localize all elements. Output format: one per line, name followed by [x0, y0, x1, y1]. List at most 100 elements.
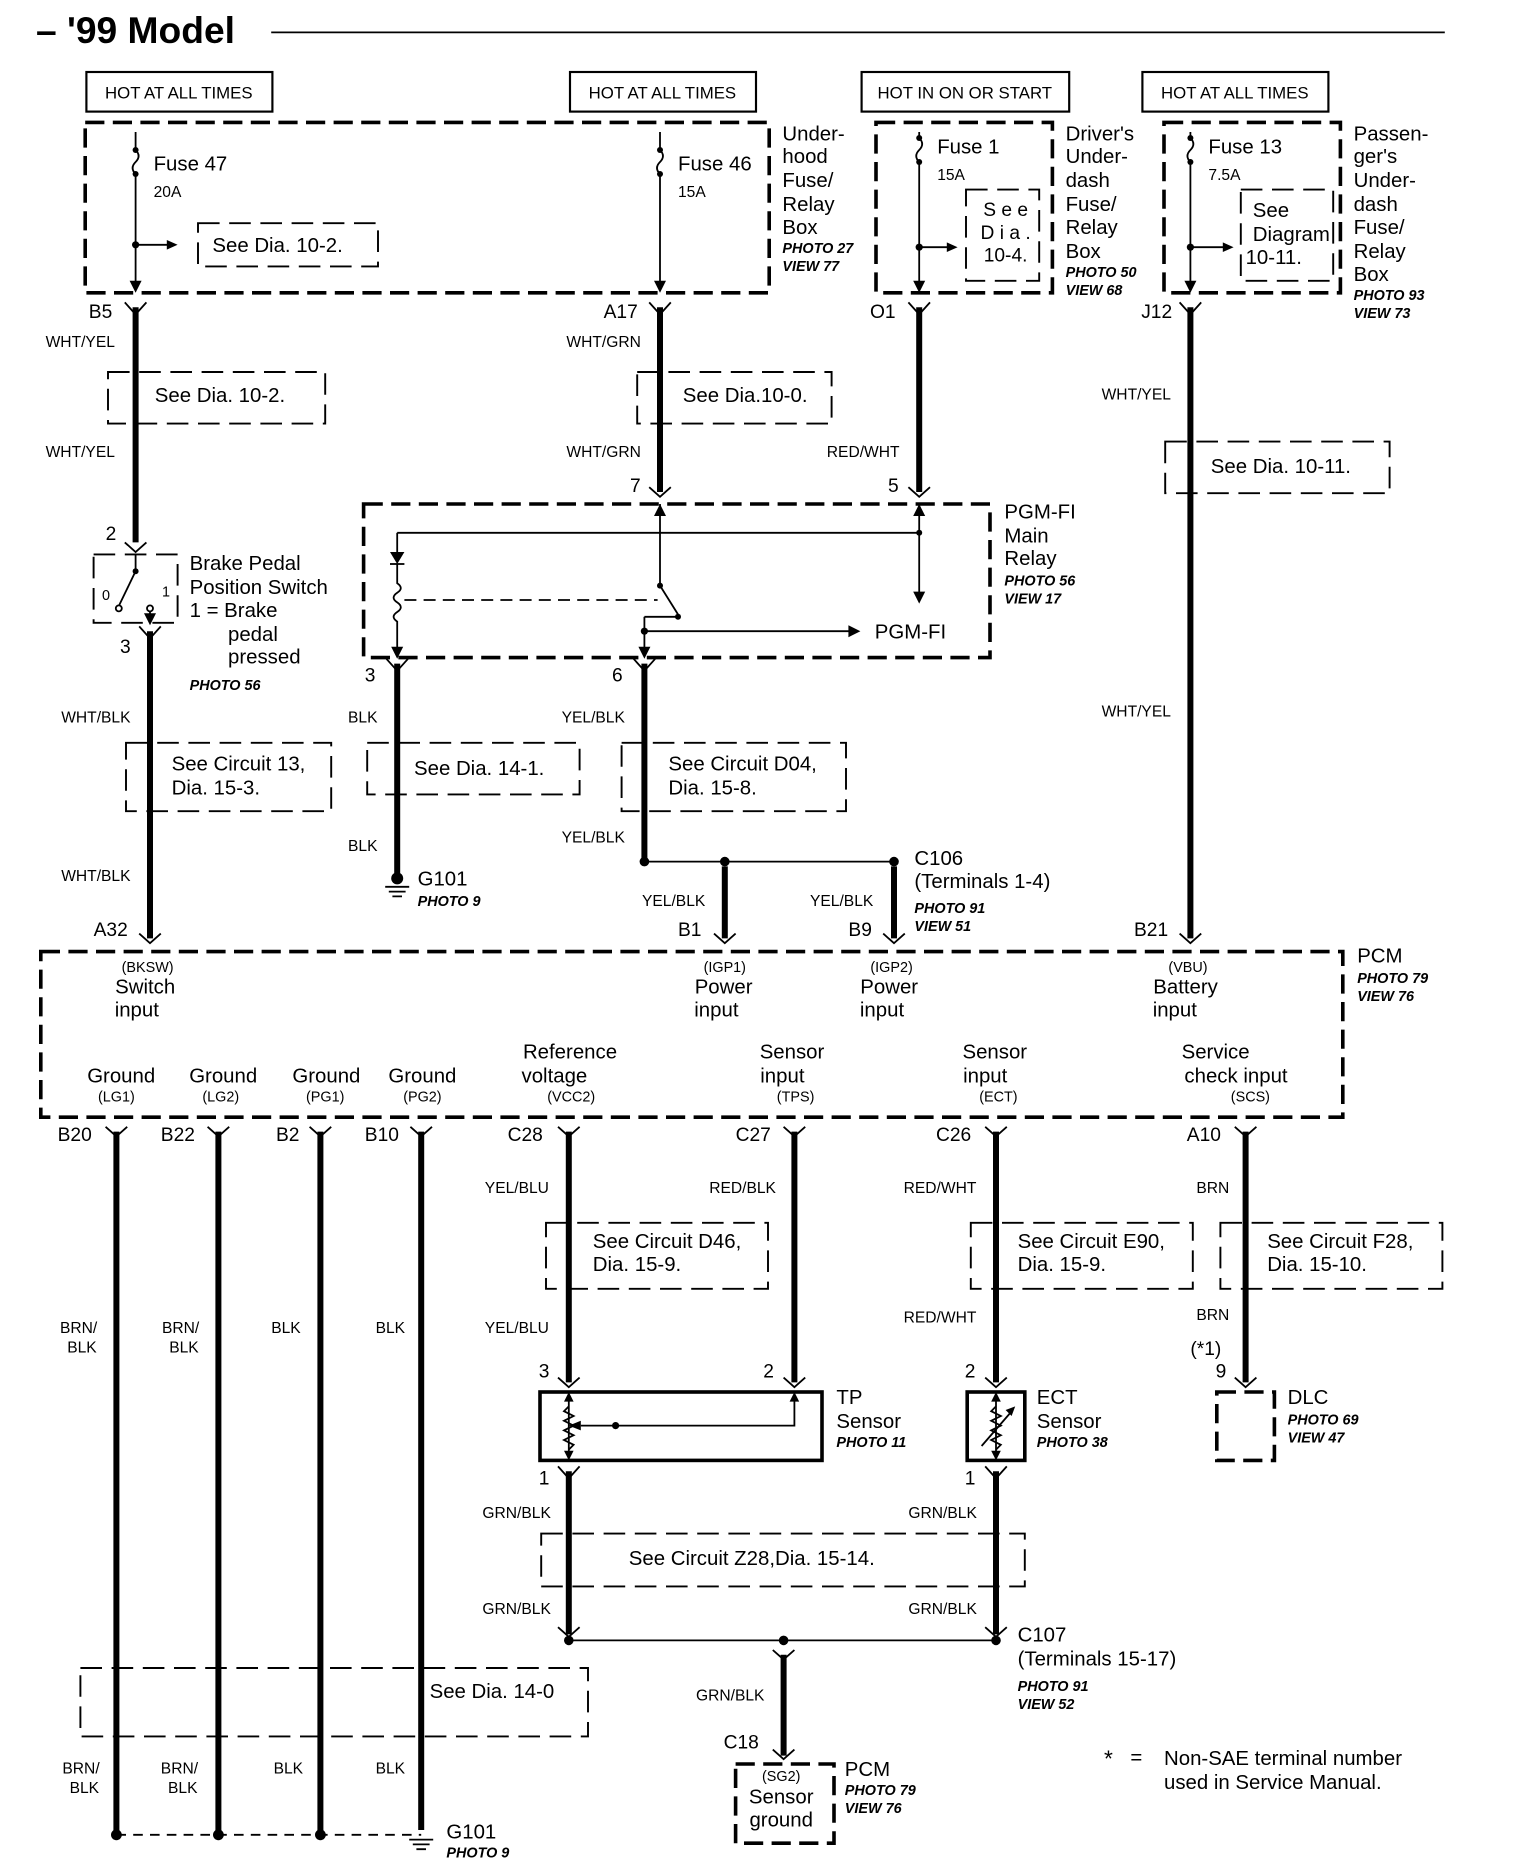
- note-line1-label: Non-SAE terminal number: [1164, 1748, 1402, 1770]
- see-dia-10-2-inner-box: [197, 222, 379, 268]
- wire-labels-r6-lower-label: YEL/BLK: [562, 829, 626, 846]
- relay-pin-7-connector: [648, 486, 672, 499]
- brake-switch-photo-label: PHOTO 56: [190, 678, 262, 694]
- header-box-3: [860, 70, 1071, 113]
- brake-switch-name-lines-1-label: Position Switch: [190, 577, 328, 599]
- relay-pin-7-in-arrow: [654, 504, 666, 516]
- fuse-boxes-passengers-name-lines-1-label: ger's: [1354, 146, 1398, 168]
- pins-j12-label: J12: [1141, 302, 1172, 323]
- wire-labels-a10-lower-label: BRN: [1196, 1307, 1229, 1324]
- fuse-boxes-drivers-photo-label: PHOTO 50: [1066, 265, 1137, 281]
- g101-upper-name-label: G101: [418, 869, 468, 891]
- wire-labels-b20-upper-2-label: BLK: [67, 1339, 97, 1356]
- fuse-1-bottom-dot: [916, 159, 923, 165]
- g101-upper-ground-icon: [385, 885, 410, 898]
- c106-name-label: C106: [914, 848, 963, 870]
- wire-labels-b22-upper-2-label: BLK: [169, 1339, 199, 1356]
- pins-switch-2-label: 2: [106, 524, 117, 545]
- a32-connector: [138, 932, 162, 945]
- tp-top-arrow: [564, 1392, 574, 1402]
- relay-output-label: PGM-FI: [875, 621, 946, 643]
- pins-c27-label: C27: [736, 1125, 771, 1146]
- c107-dot-2: [778, 1635, 789, 1646]
- see-dia-14-0-box: [79, 1667, 589, 1738]
- brake-switch-contact: [117, 554, 137, 607]
- ect-sensor-line2-label: Sensor: [1037, 1411, 1102, 1433]
- brake-switch-name-lines-3-label: pedal: [228, 624, 278, 646]
- fuse-47-top-dot: [132, 147, 139, 153]
- see-refs-circuit-13-0-label: See Circuit 13,: [172, 753, 306, 775]
- sensor-ground-photo-label: PHOTO 79: [845, 1783, 916, 1799]
- pcm-photo-label: PHOTO 79: [1357, 971, 1428, 987]
- wire-labels-b2-lower-label: BLK: [274, 1761, 304, 1778]
- fuse-boxes-passengers-fuse-amp-label: 7.5A: [1208, 167, 1241, 184]
- fuse-boxes-passengers-name-lines-5-label: Relay: [1354, 241, 1407, 263]
- c106-dot-3: [889, 856, 899, 867]
- fuse-1-branch-dot: [915, 243, 923, 251]
- relay-name-lines-1-label: Main: [1004, 525, 1048, 547]
- ect-variable-line: [980, 1409, 1014, 1447]
- see-circuit-d04-box: [620, 741, 847, 813]
- wire-labels-b5-upper-label: WHT/YEL: [46, 334, 116, 351]
- fuse-boxes-passengers-name-lines-6-label: Box: [1354, 264, 1389, 286]
- sensor-ground-name-label: PCM: [845, 1759, 890, 1781]
- pins-b21-label: B21: [1134, 920, 1168, 941]
- brake-switch-pos-0: [114, 604, 123, 613]
- brake-switch-out-arrow: [144, 613, 156, 626]
- fuse-boxes-passengers-name-lines-4-label: Fuse/: [1354, 217, 1405, 239]
- ect-resistor: [989, 1405, 1003, 1451]
- pins-a17-label: A17: [604, 302, 638, 323]
- lower-wires: [105, 1126, 1257, 1851]
- pcm-inputs-igp1-line1-label: Power: [695, 977, 753, 999]
- relay-internal-5-arrow: [913, 591, 926, 604]
- pcm-terminals-vcc2-line1-label: Reference: [523, 1041, 617, 1063]
- brake-switch-pos-0-label: 0: [102, 588, 110, 604]
- wire-labels-b22-lower-2-label: BLK: [168, 1780, 198, 1797]
- ground-bus-dot-3: [315, 1829, 326, 1841]
- pcm-terminals-pg2-code-label: (PG2): [403, 1090, 441, 1106]
- g101-upper-dot: [391, 872, 404, 885]
- wire-labels-j12-lower-label: WHT/YEL: [1102, 703, 1172, 720]
- pcm-terminals-scs-code-label: (SCS): [1231, 1090, 1270, 1106]
- wire-labels-ect-gnd-label: GRN/BLK: [908, 1505, 977, 1522]
- tp-wiper-line: [580, 1395, 796, 1427]
- brake-switch: [92, 553, 179, 626]
- tp-wiper-dot: [612, 1422, 620, 1430]
- relay-top-junction: [916, 529, 923, 536]
- wire-labels-a17-upper-label: WHT/GRN: [566, 334, 640, 351]
- pcm-view-label: VIEW 76: [1357, 989, 1415, 1005]
- fuse-13-branch-arrow: [1222, 242, 1234, 252]
- header-box-1: [85, 70, 274, 113]
- pins-tp-3-label: 3: [539, 1362, 550, 1383]
- pins-dlc-note-label: (*1): [1190, 1339, 1221, 1360]
- ect-pin-2-connector: [984, 1376, 1008, 1389]
- pcm-terminals-tps-line1-label: Sensor: [760, 1041, 825, 1063]
- note-equals-label: =: [1130, 1747, 1142, 1769]
- fuse-1-symbol: [915, 132, 924, 288]
- fuse-boxes-passengers-see-lines-1-label: Diagram: [1253, 224, 1330, 246]
- pins-c28-label: C28: [508, 1125, 543, 1146]
- switch-pin-2-connector: [124, 541, 147, 554]
- c106-dot-1: [639, 856, 650, 867]
- tp-pin-3-connector: [557, 1376, 581, 1389]
- sensors: [538, 1390, 1277, 1845]
- pins-a32-label: A32: [94, 920, 128, 941]
- wire-labels-j12-upper-label: WHT/YEL: [1102, 387, 1172, 404]
- relay-pin-5-connector: [907, 486, 931, 499]
- fuse-boxes-underhood-fuse-46-amp-label: 15A: [678, 184, 706, 201]
- g101-lower-photo-label: PHOTO 9: [446, 1846, 509, 1862]
- headers-hot-1-label: HOT AT ALL TIMES: [105, 83, 253, 102]
- ground-bus-dot-2: [213, 1829, 224, 1841]
- wire-labels-b20-lower-2-label: BLK: [70, 1780, 100, 1797]
- dlc-name-label: DLC: [1288, 1387, 1329, 1409]
- wire-labels-b20-lower-1-label: BRN/: [62, 1761, 100, 1778]
- wire-labels-c28-lower-label: YEL/BLU: [485, 1320, 549, 1337]
- fuse-47-out-arrow: [129, 280, 142, 293]
- pins-c18-label: C18: [724, 1732, 759, 1753]
- see-refs-circuit-z28-label: See Circuit Z28,Dia. 15-14.: [629, 1548, 875, 1570]
- relay-photo-label: PHOTO 56: [1004, 574, 1076, 590]
- note-line2-label: used in Service Manual.: [1164, 1772, 1382, 1794]
- g101-lower-name-label: G101: [446, 1821, 496, 1843]
